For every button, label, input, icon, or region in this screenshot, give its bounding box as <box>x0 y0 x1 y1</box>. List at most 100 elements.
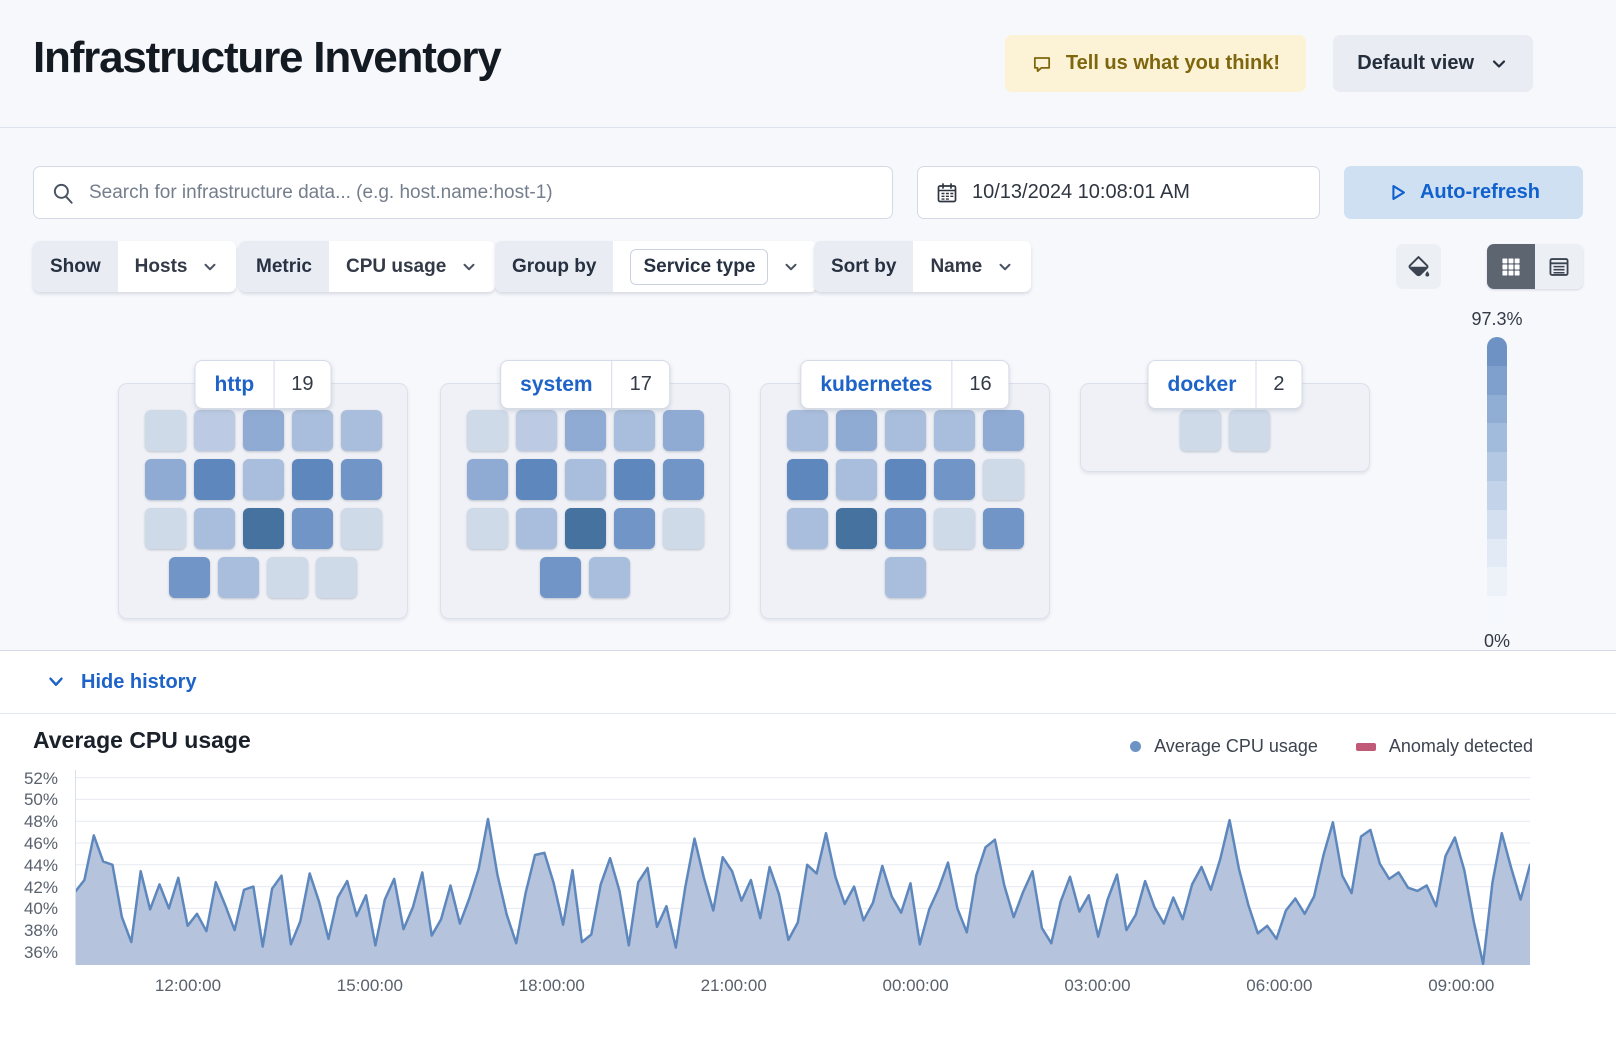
scale-step <box>1487 452 1507 481</box>
group-label-pill[interactable]: docker 2 <box>1147 360 1303 409</box>
host-tile[interactable] <box>515 410 557 451</box>
service-type-chip[interactable]: Service type <box>630 248 769 285</box>
host-tile[interactable] <box>786 508 828 549</box>
host-tile[interactable] <box>589 557 630 598</box>
chart-title: Average CPU usage <box>33 727 251 753</box>
host-tile[interactable] <box>193 410 235 451</box>
host-tile[interactable] <box>340 410 382 451</box>
auto-refresh-button[interactable]: Auto-refresh <box>1344 166 1583 219</box>
x-axis-tick: 06:00:00 <box>1246 976 1313 995</box>
view-selector-button[interactable]: Default view <box>1333 35 1533 92</box>
host-tile[interactable] <box>835 508 877 549</box>
host-tile[interactable] <box>242 459 284 500</box>
hide-history-link[interactable]: Hide history <box>81 670 197 693</box>
host-tile[interactable] <box>193 508 235 549</box>
legend-item-avg-cpu[interactable]: Average CPU usage <box>1130 736 1318 757</box>
host-tile[interactable] <box>786 410 828 451</box>
host-tile[interactable] <box>1229 410 1270 451</box>
host-tile[interactable] <box>218 557 259 598</box>
filter-show-label: Show <box>33 241 118 292</box>
host-tile[interactable] <box>340 508 382 549</box>
host-tile[interactable] <box>316 557 357 598</box>
filter-metric: Metric CPU usage <box>239 241 496 292</box>
host-tile[interactable] <box>982 459 1024 500</box>
host-tile[interactable] <box>564 410 606 451</box>
host-tile[interactable] <box>613 410 655 451</box>
host-tile[interactable] <box>933 410 975 451</box>
group-name[interactable]: kubernetes <box>820 372 933 396</box>
host-tile[interactable] <box>884 410 926 451</box>
host-tile[interactable] <box>884 459 926 500</box>
date-picker-button[interactable]: 10/13/2024 10:08:01 AM <box>917 166 1320 219</box>
host-tile[interactable] <box>466 459 508 500</box>
host-tile[interactable] <box>242 410 284 451</box>
host-tile[interactable] <box>613 459 655 500</box>
host-tile[interactable] <box>835 459 877 500</box>
y-axis-tick: 38% <box>23 921 58 941</box>
legend-item-anomaly[interactable]: Anomaly detected <box>1355 736 1533 757</box>
host-tile[interactable] <box>291 508 333 549</box>
history-toggle-bar: Hide history <box>0 650 1616 714</box>
filter-sort-by-value: Name <box>930 255 983 277</box>
group-name[interactable]: system <box>520 372 593 396</box>
filter-metric-dropdown[interactable]: CPU usage <box>328 241 496 292</box>
group-name[interactable]: http <box>214 372 255 396</box>
host-tile[interactable] <box>933 459 975 500</box>
host-tile[interactable] <box>515 508 557 549</box>
table-view-button[interactable] <box>1535 244 1583 289</box>
x-axis-tick: 12:00:00 <box>154 976 222 995</box>
host-tile[interactable] <box>466 508 508 549</box>
host-tile[interactable] <box>291 410 333 451</box>
search-input[interactable] <box>33 166 893 219</box>
paint-bucket-icon <box>1408 256 1430 277</box>
group-divider <box>273 361 275 408</box>
host-tile[interactable] <box>540 557 581 598</box>
host-tile[interactable] <box>613 508 655 549</box>
host-tile[interactable] <box>515 459 557 500</box>
feedback-button[interactable]: Tell us what you think! <box>1004 35 1306 92</box>
x-axis-tick: 03:00:00 <box>1064 976 1131 995</box>
host-tile[interactable] <box>1180 410 1221 451</box>
filter-group-by-dropdown[interactable]: Service type <box>613 241 818 292</box>
host-tile[interactable] <box>340 459 382 500</box>
host-tile[interactable] <box>144 459 186 500</box>
y-axis-tick: 40% <box>23 899 58 919</box>
calendar-icon <box>937 182 957 202</box>
color-palette-button[interactable] <box>1396 244 1441 289</box>
host-tile[interactable] <box>144 508 186 549</box>
host-tile[interactable] <box>291 459 333 500</box>
host-tile[interactable] <box>662 459 704 500</box>
map-view-button[interactable] <box>1487 244 1535 289</box>
host-tile[interactable] <box>242 508 284 549</box>
host-tile[interactable] <box>169 557 210 598</box>
severity-scale-min: 0% <box>1483 631 1510 650</box>
group-name[interactable]: docker <box>1167 372 1237 396</box>
host-tile[interactable] <box>835 410 877 451</box>
host-tile[interactable] <box>144 410 186 451</box>
y-axis-labels: 52%50%48%46%44%42%40%38%36% <box>0 769 66 965</box>
host-tile[interactable] <box>884 508 926 549</box>
host-tile[interactable] <box>466 410 508 451</box>
filter-show-dropdown[interactable]: Hosts <box>117 241 237 292</box>
chevron-down-icon <box>49 677 63 686</box>
search-box <box>33 166 893 219</box>
host-tile[interactable] <box>267 557 308 598</box>
host-tile[interactable] <box>193 459 235 500</box>
group-count: 2 <box>1273 373 1285 395</box>
host-tile[interactable] <box>662 508 704 549</box>
host-tile[interactable] <box>564 508 606 549</box>
host-tile[interactable] <box>884 557 926 598</box>
host-tile[interactable] <box>982 410 1024 451</box>
host-tile[interactable] <box>982 508 1024 549</box>
filter-sort-by-dropdown[interactable]: Name <box>913 241 1032 292</box>
host-tile[interactable] <box>662 410 704 451</box>
host-tile[interactable] <box>933 508 975 549</box>
legend-label: Anomaly detected <box>1388 736 1533 756</box>
host-tile[interactable] <box>564 459 606 500</box>
host-tile[interactable] <box>786 459 828 500</box>
